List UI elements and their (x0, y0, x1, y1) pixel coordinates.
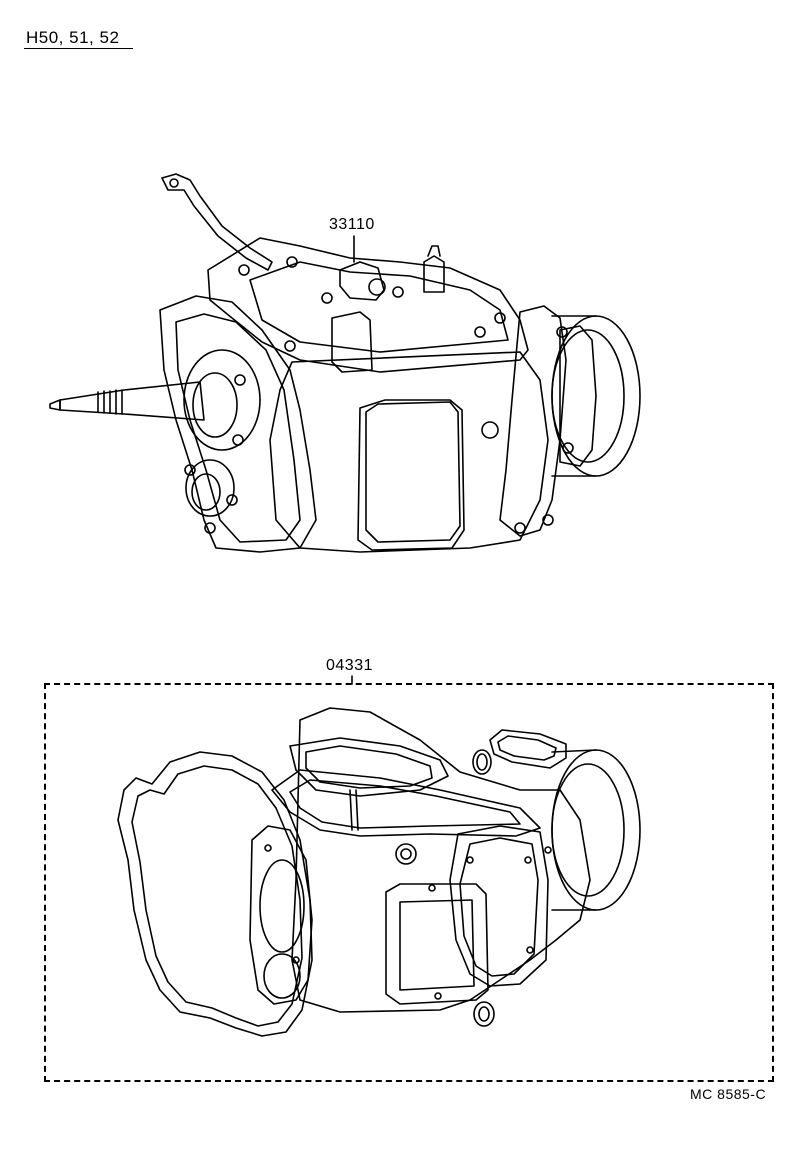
gasket-kit-box (44, 683, 774, 1082)
part-number-33110: 33110 (329, 216, 375, 233)
gasket-kit-drawing (117, 707, 641, 1037)
drawing-reference-code: MC 8585-C (690, 1086, 767, 1102)
part-number-04331: 04331 (326, 657, 373, 674)
transmission-assembly (49, 173, 641, 553)
model-label: H50, 51, 52 (26, 28, 120, 47)
model-label-underline (24, 48, 133, 49)
